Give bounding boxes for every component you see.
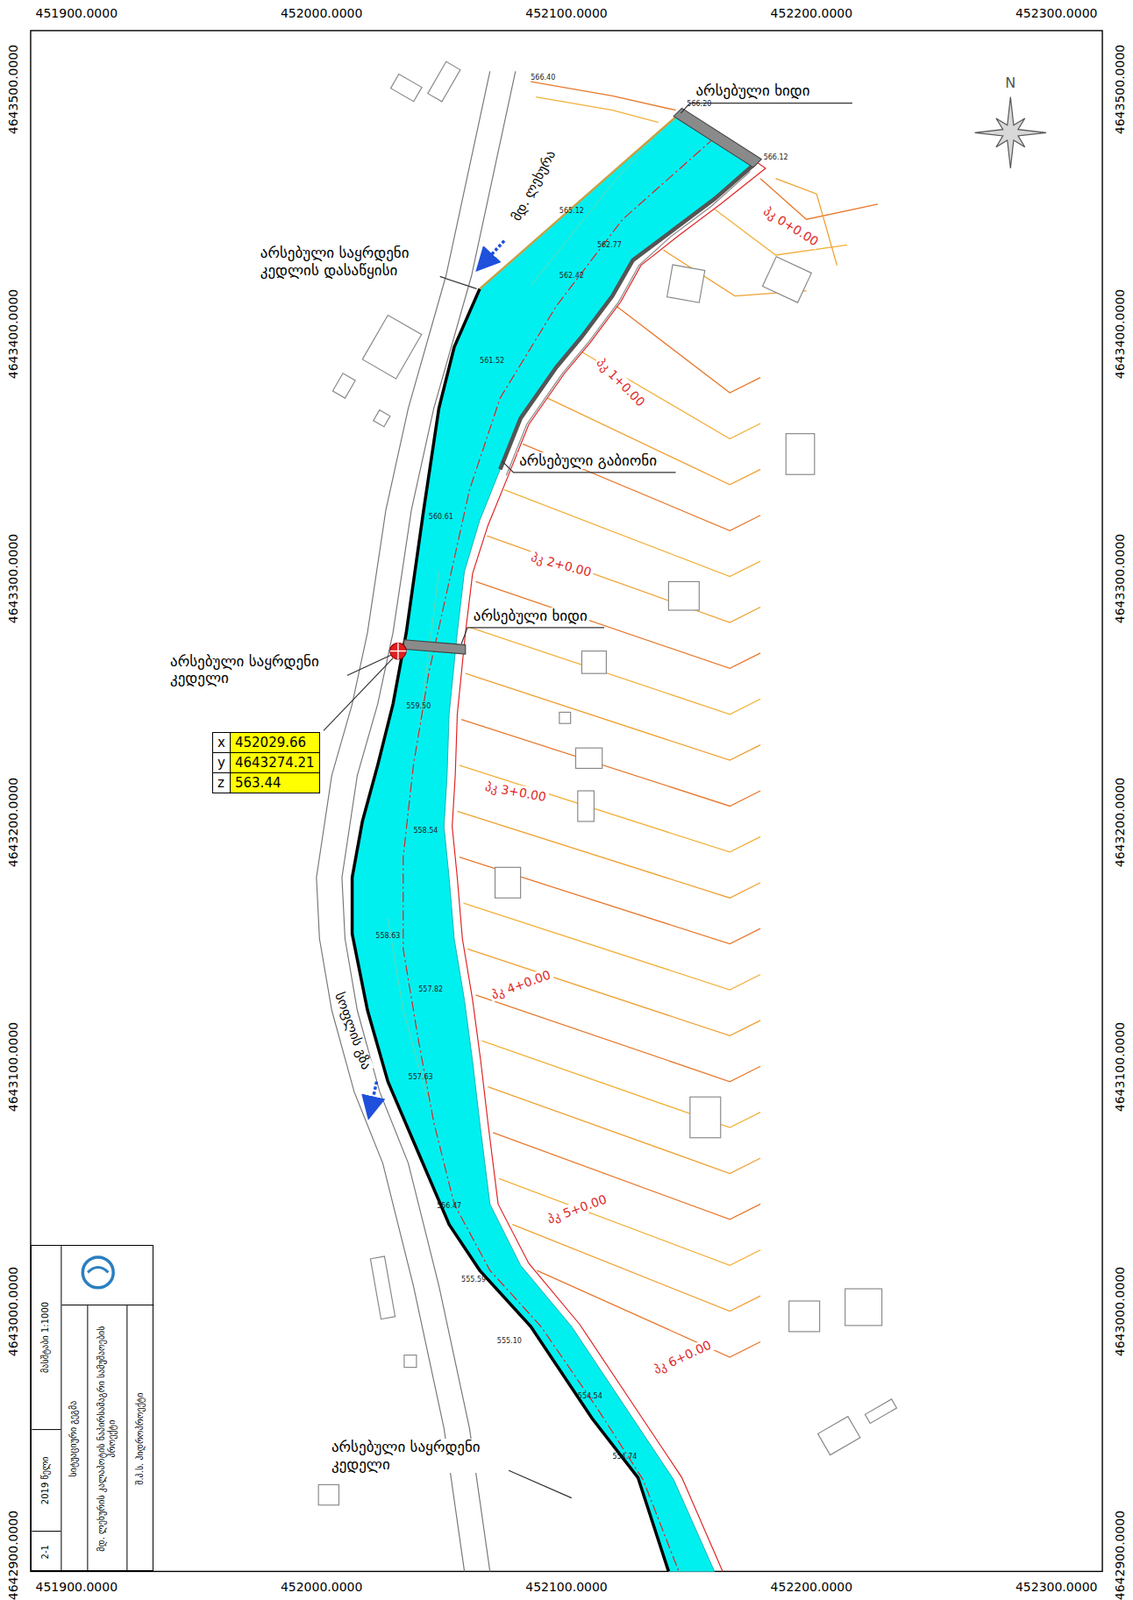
elevation-point: 562.77: [597, 241, 622, 250]
axis-label: 4643400.0000: [1112, 289, 1127, 379]
elevation-point: 554.74: [612, 1453, 637, 1461]
year: 2019 წელი: [40, 1457, 51, 1506]
coordinate-table: x452029.66y4643274.21z563.44: [212, 732, 321, 794]
gabion-edge: [505, 171, 750, 477]
elevation-point: 557.63: [408, 1073, 434, 1082]
axis-label: 4643400.0000: [6, 289, 21, 379]
retaining-wall: [352, 288, 670, 1572]
axis-label: 4643300.0000: [1112, 534, 1127, 624]
axis-label: 452100.0000: [525, 1580, 608, 1595]
bridge: [403, 640, 466, 655]
title-row: 2-1 2019 წელი მასშტაბი 1:1000: [31, 1246, 62, 1573]
river-contours: [387, 137, 654, 1103]
callout-label: არსებული საყრდენი კედელი: [168, 653, 348, 688]
coordinate-axis: y: [213, 753, 231, 774]
elevation-point: 566.12: [763, 153, 789, 162]
station-label: პკ 1+0.00: [592, 354, 649, 411]
elevation-point: 561.52: [479, 356, 505, 365]
elevation-point: 562.42: [559, 271, 585, 280]
station-label: პკ 5+0.00: [543, 1191, 611, 1228]
elevation-point: 557.82: [418, 985, 443, 994]
road-name: სოფლის გზა: [330, 988, 374, 1073]
axis-label: 4643500.0000: [1112, 44, 1127, 135]
axis-label: 4643300.0000: [6, 534, 21, 624]
coordinate-value: 452029.66: [230, 733, 321, 754]
river-channel: [352, 114, 756, 1572]
callout-label: არსებული ხიდი: [693, 82, 812, 100]
axis-label: 452300.0000: [1015, 1580, 1098, 1595]
north-arrow: [975, 97, 1047, 169]
coordinate-value: 563.44: [230, 773, 321, 794]
station-label: პკ 2+0.00: [527, 548, 595, 580]
axis-label: 4642900.0000: [6, 1510, 21, 1600]
callout-label: არსებული საყრდენი კედელი: [329, 1439, 509, 1474]
axis-label: 4643100.0000: [1112, 1022, 1127, 1112]
axis-label: 452200.0000: [770, 1580, 854, 1595]
callout-label: არსებული საყრდენი კედლის დასაწყისი: [260, 244, 436, 279]
title-cell: 2-1: [31, 1532, 61, 1574]
company-name: შ.პ.ს. ჰიდროპროექტი: [135, 1393, 146, 1486]
sheet-title: სიტუაციური გეგმა: [68, 1401, 79, 1478]
river-axis: [403, 137, 715, 1572]
axis-label: 452100.0000: [525, 6, 608, 21]
title-row: შ.პ.ს. ჰიდროპროექტი: [127, 1306, 153, 1574]
title-block: 2-1 2019 წელი მასშტაბი 1:1000 სიტუაციური გე…: [30, 1245, 154, 1572]
elevation-point: 566.20: [686, 99, 712, 108]
gabion: [499, 163, 756, 470]
axis-label: 4643100.0000: [6, 1022, 21, 1112]
flow-arrow: [479, 241, 505, 268]
callout-label: არსებული ხიდი: [471, 607, 590, 626]
elevation-point: 558.63: [375, 932, 400, 941]
elevation-point: 555.10: [497, 1337, 522, 1346]
coordinate-axis: x: [213, 733, 231, 754]
north-label: N: [1004, 75, 1016, 92]
axis-label: 452200.0000: [770, 6, 854, 21]
axis-label: 452000.0000: [280, 1580, 364, 1595]
elevation-point: 556.47: [436, 1202, 462, 1211]
coordinate-axis: z: [213, 773, 231, 794]
axis-label: 4643200.0000: [1112, 777, 1127, 868]
scale: მასშტაბი 1:1000: [40, 1302, 51, 1374]
title-cell: 2019 წელი: [31, 1430, 61, 1533]
axis-label: 4643200.0000: [6, 777, 21, 868]
station-label: პკ 4+0.00: [487, 967, 555, 1004]
elevation-point: 555.59: [461, 1275, 486, 1284]
axis-label: 452300.0000: [1015, 6, 1098, 21]
station-label: პკ 0+0.00: [759, 203, 823, 250]
elevation-point: 559.50: [406, 702, 431, 711]
elevation-point: 560.61: [428, 513, 454, 521]
axis-label: 451900.0000: [35, 6, 119, 21]
title-block-inner: 2-1 2019 წელი მასშტაბი 1:1000 სიტუაციური გე…: [31, 1246, 155, 1573]
elevation-point: 565.12: [559, 206, 585, 215]
project-boundary: [452, 110, 766, 1573]
river-name: მდ. ლეხურა: [507, 146, 560, 226]
callout-label: არსებული გაბიონი: [517, 452, 659, 471]
sheet-number: 2-1: [40, 1546, 51, 1561]
station-label: პკ 3+0.00: [482, 779, 549, 806]
title-cell: მასშტაბი 1:1000: [31, 1246, 61, 1431]
axis-label: 452000.0000: [280, 6, 364, 21]
axis-label: 4643000.0000: [6, 1266, 21, 1356]
title-row: მდ. ლეხურის კალაპოტის ნაპირსამაგრი სამუშ…: [87, 1306, 128, 1574]
elevation-point: 558.54: [413, 826, 438, 835]
elevation-point: 554.54: [577, 1392, 603, 1401]
project-name: მდ. ლეხურის კალაპოტის ნაპირსამაგრი სამუშ…: [96, 1310, 118, 1570]
bridge: [673, 107, 762, 168]
axis-label: 4642900.0000: [1112, 1510, 1127, 1600]
retaining-wall-top: [479, 114, 679, 289]
survey-marker: [390, 642, 407, 660]
leader-lines: [323, 103, 853, 1499]
title-row: სიტუაციური გეგმა: [60, 1306, 87, 1574]
coordinate-value: 4643274.21: [230, 753, 321, 774]
axis-label: 451900.0000: [35, 1580, 119, 1595]
company-logo: [82, 1257, 114, 1289]
flow-arrow: [369, 1082, 377, 1115]
axis-label: 4643500.0000: [6, 44, 21, 135]
elevation-point: 566.40: [530, 73, 556, 82]
axis-label: 4643000.0000: [1112, 1266, 1127, 1356]
title-body: სიტუაციური გეგმა მდ. ლეხურის კალაპოტის ნა…: [60, 1305, 153, 1574]
station-label: პკ 6+0.00: [648, 1337, 714, 1378]
